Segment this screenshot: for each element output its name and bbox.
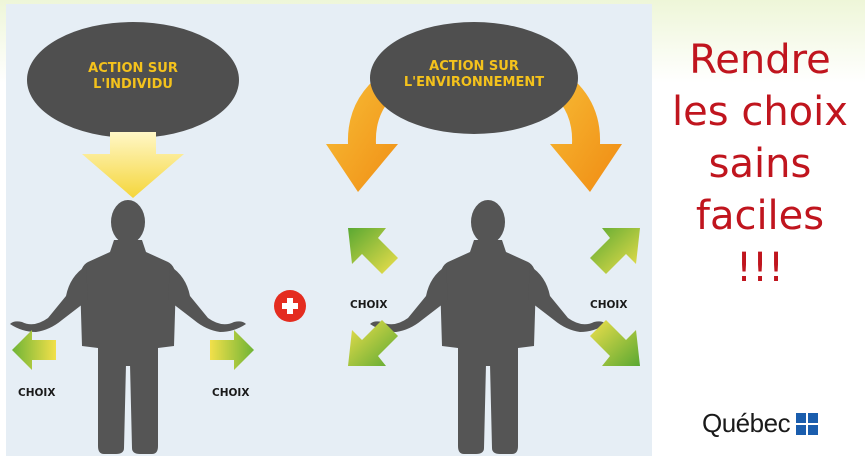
action-diagram: ACTION SUR L'INDIVIDU CHOIX CHOIX ACTION… bbox=[6, 4, 652, 456]
quebec-logo: Québec bbox=[702, 408, 819, 439]
individual-action-bubble bbox=[27, 22, 239, 138]
down-arrow-icon bbox=[82, 132, 184, 198]
slogan-line: !!! bbox=[735, 245, 785, 291]
slogan-line: faciles bbox=[695, 193, 825, 239]
individual-bubble-line2: L'INDIVIDU bbox=[93, 77, 173, 92]
environment-bubble-line2: L'ENVIRONNEMENT bbox=[404, 75, 544, 90]
individual-person-icon bbox=[10, 200, 246, 454]
environment-choice-left: CHOIX bbox=[350, 299, 387, 311]
slogan-line: sains bbox=[708, 141, 812, 187]
left-choice-arrow-icon bbox=[12, 330, 56, 370]
individual-bubble-line1: ACTION SUR bbox=[88, 61, 178, 76]
diagram-svg: ACTION SUR L'INDIVIDU CHOIX CHOIX ACTION… bbox=[10, 22, 640, 454]
quebec-flag-icon bbox=[796, 412, 819, 435]
slogan-text: Rendre les choix sains faciles !!! bbox=[660, 34, 860, 294]
down-left-arrow-icon bbox=[348, 320, 398, 366]
plus-icon bbox=[274, 290, 306, 322]
slogan-line: les choix bbox=[672, 89, 848, 135]
individual-choice-left: CHOIX bbox=[18, 387, 55, 399]
slogan-line: Rendre bbox=[689, 37, 831, 83]
right-choice-arrow-icon bbox=[210, 330, 254, 370]
up-right-arrow-icon bbox=[590, 228, 640, 274]
environment-action-bubble bbox=[370, 22, 578, 134]
individual-choice-right: CHOIX bbox=[212, 387, 249, 399]
environment-bubble-line1: ACTION SUR bbox=[429, 59, 519, 74]
up-left-arrow-icon bbox=[348, 228, 398, 274]
environment-choice-right: CHOIX bbox=[590, 299, 627, 311]
environment-person-icon bbox=[370, 200, 606, 454]
down-right-arrow-icon bbox=[590, 320, 640, 366]
quebec-wordmark: Québec bbox=[702, 408, 791, 438]
